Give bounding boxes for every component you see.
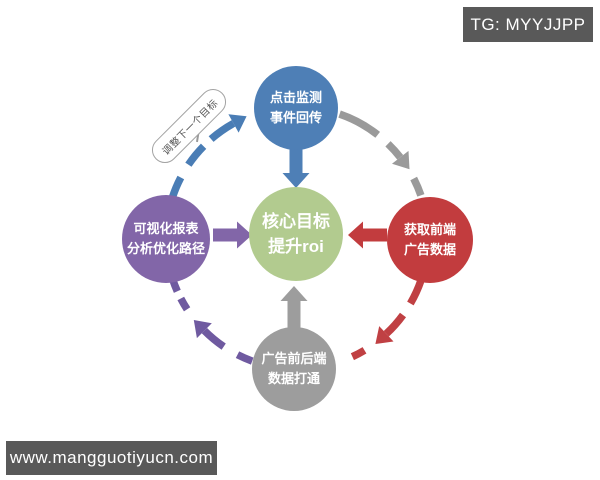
node-line: 点击监测 — [269, 89, 322, 105]
node-line: 数据打通 — [267, 371, 320, 386]
node-click-tracking: 点击监测 事件回传 — [254, 66, 338, 150]
cycle-arc-segment — [350, 347, 367, 361]
cycle-arc-segment — [201, 327, 226, 350]
cycle-arc-segment — [177, 296, 191, 312]
center-block-arrow — [213, 221, 252, 249]
node-data-integration: 广告前后端 数据打通 — [252, 327, 336, 411]
node-line: 事件回传 — [269, 110, 322, 125]
website-watermark-text: www.mangguotiyucn.com — [9, 448, 214, 467]
cycle-arrowhead — [193, 320, 212, 339]
cycle-arc-segment — [383, 312, 407, 337]
cycle-arc-segment — [410, 176, 425, 197]
cycle-arc-segment — [168, 175, 185, 199]
node-line: 获取前端 — [403, 221, 456, 237]
website-watermark: www.mangguotiyucn.com — [6, 441, 217, 475]
center-block-arrow — [280, 286, 308, 328]
cycle-arrowhead — [375, 326, 394, 344]
cycle-arc-segment — [185, 143, 207, 167]
node-core-goal: 核心目标 提升roi — [249, 187, 343, 281]
node-visual-reports: 可视化报表 分析优化路径 — [122, 195, 210, 283]
node-frontend-ad-data: 获取前端 广告数据 — [387, 197, 473, 283]
node-line: 可视化报表 — [133, 220, 199, 236]
node-line: 核心目标 — [262, 211, 330, 231]
telegram-watermark: TG: MYYJJPP — [463, 7, 593, 42]
cycle-arc-segment — [235, 351, 254, 365]
cycle-arrowhead — [228, 114, 247, 133]
cycle-arc-segment — [208, 120, 236, 142]
node-line: 分析优化路径 — [126, 241, 205, 256]
telegram-watermark-text: TG: MYYJJPP — [470, 14, 586, 34]
center-block-arrow — [282, 149, 310, 188]
cycle-arc-segment — [385, 141, 404, 160]
node-line: 广告前后端 — [261, 350, 327, 366]
node-line: 提升roi — [268, 237, 324, 256]
cycle-arc-segment — [407, 279, 425, 306]
center-block-arrow — [348, 221, 387, 249]
cycle-arc-segment — [338, 110, 381, 138]
node-line: 广告数据 — [403, 242, 456, 257]
cycle-arrowhead — [392, 150, 410, 170]
